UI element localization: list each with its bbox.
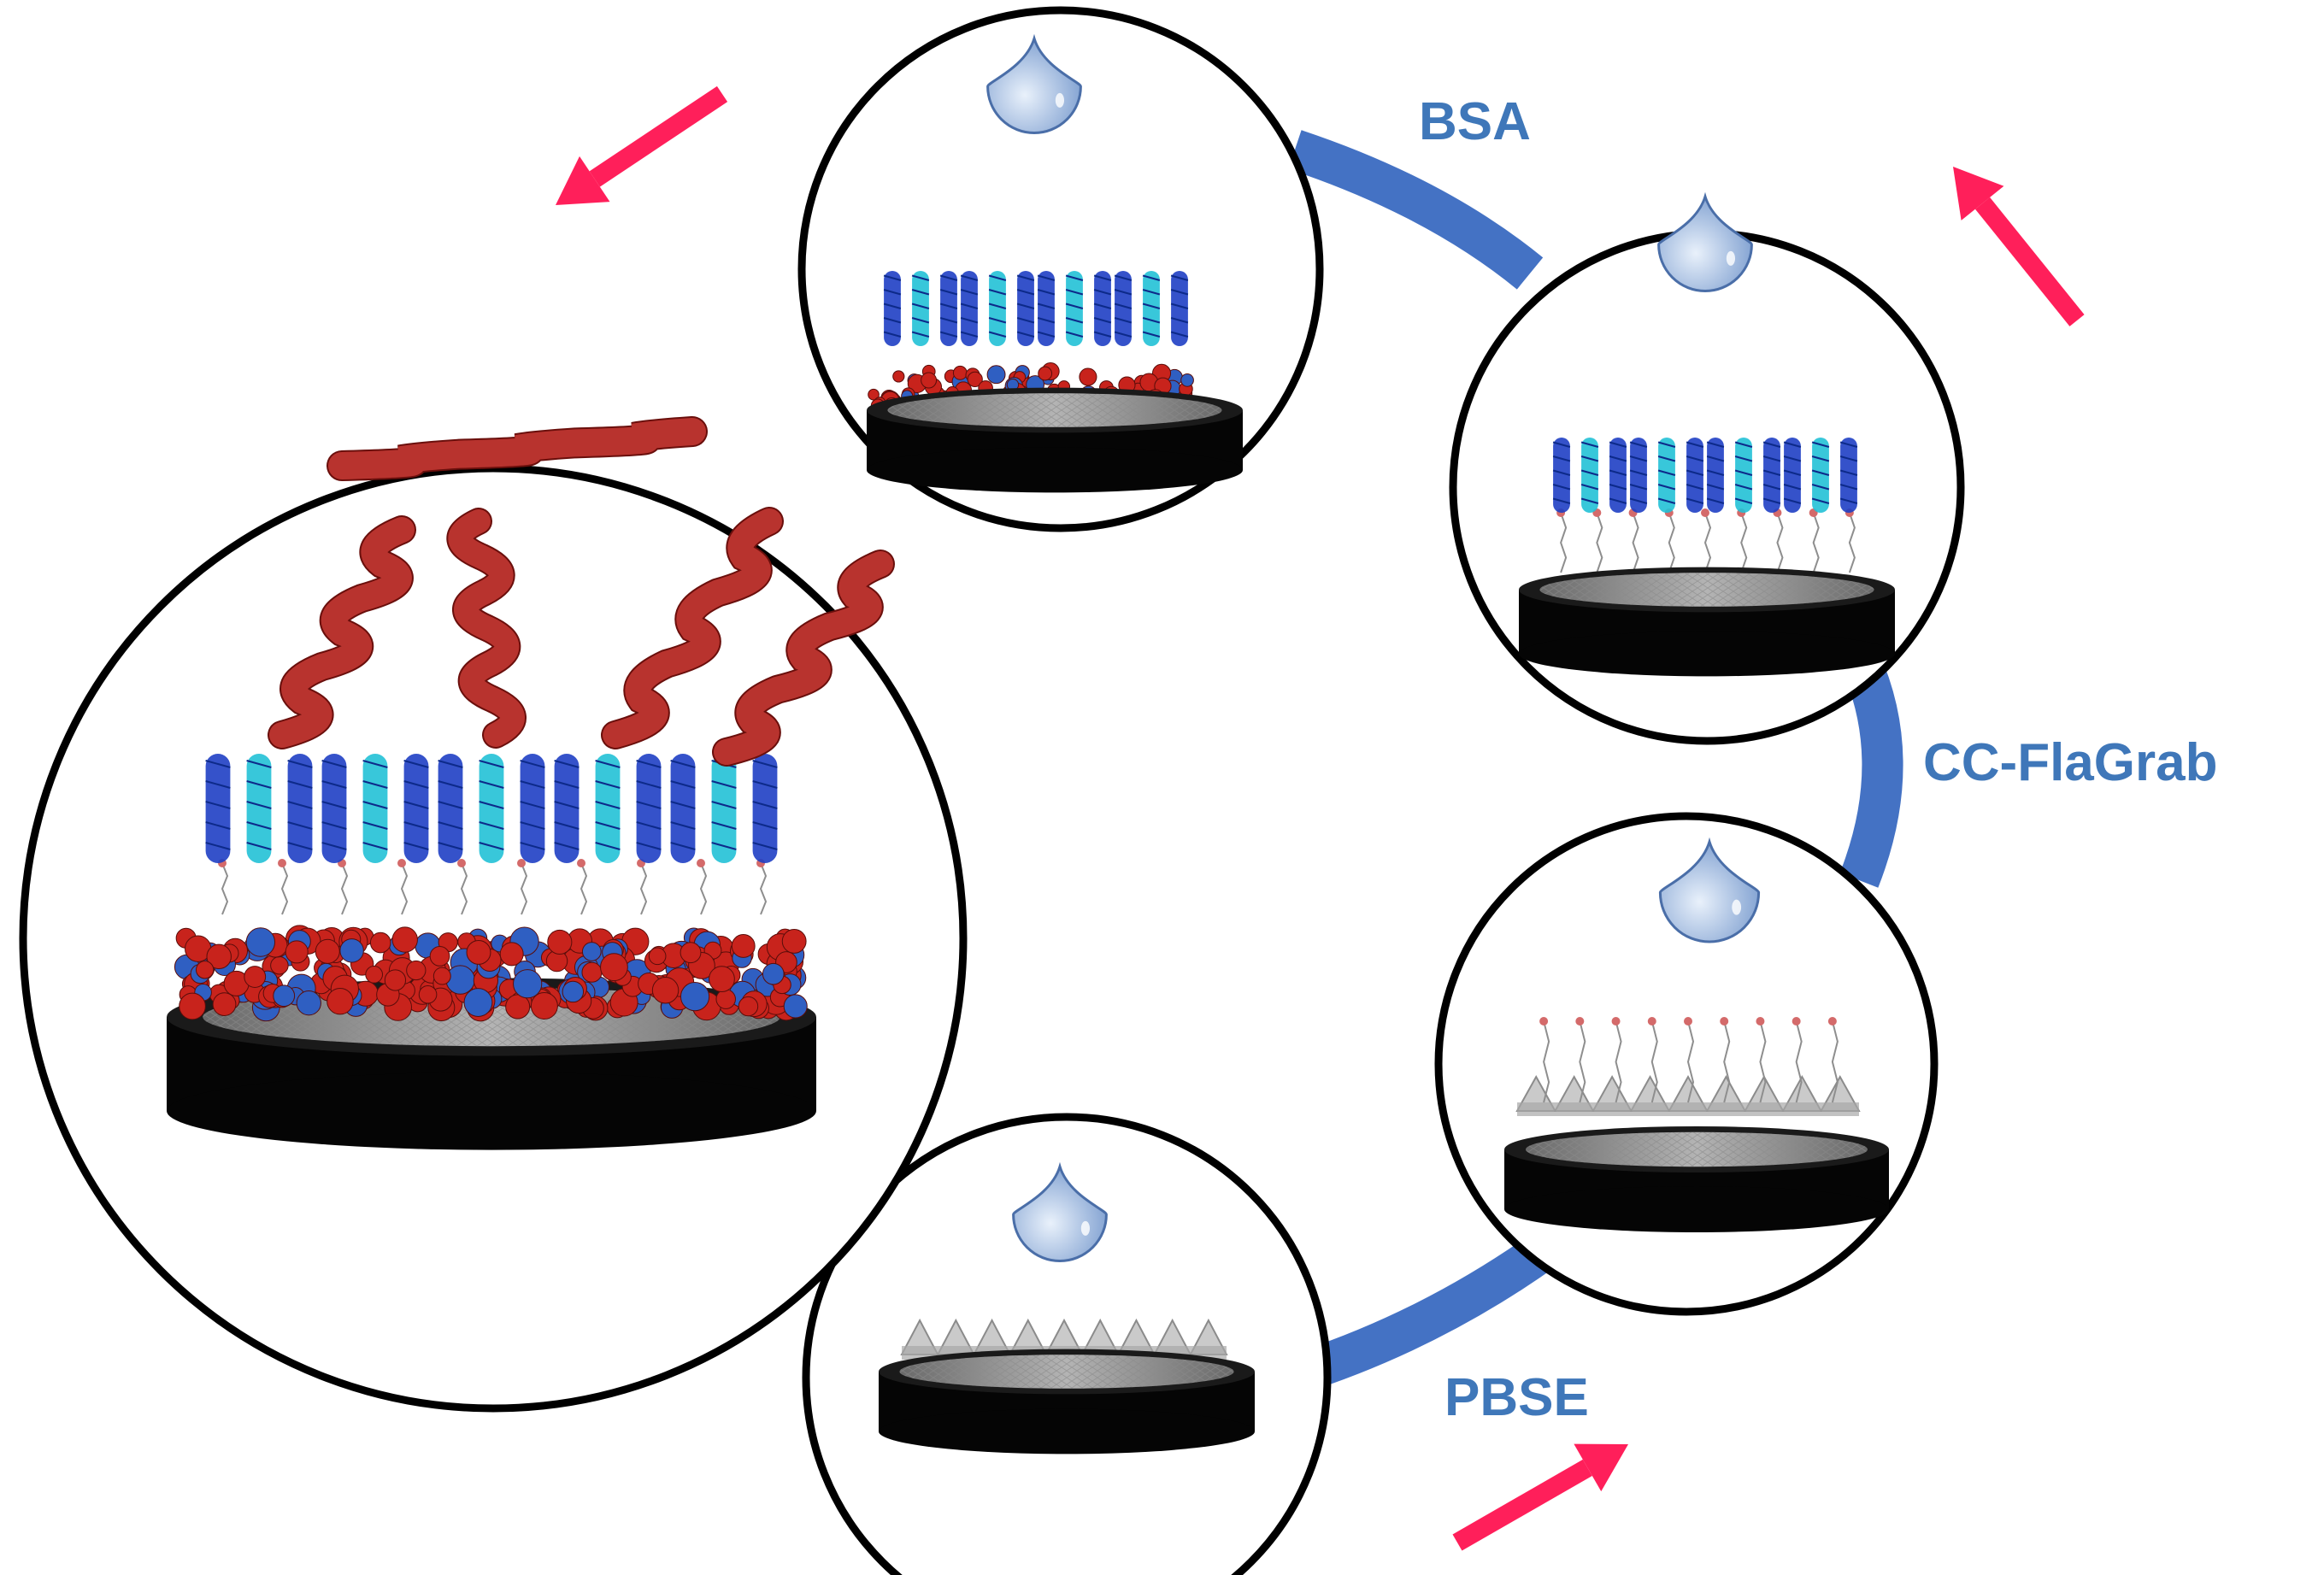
flow-arrow-icon <box>1953 167 2085 326</box>
cc-flagrab-label: CC-FlaGrab <box>1923 733 2218 792</box>
electrode-disc-icon <box>1504 1126 1889 1232</box>
step-bare-electrode <box>802 1113 1332 1575</box>
flow-arrow-icon <box>556 85 728 205</box>
droplet-icon <box>1012 1161 1108 1262</box>
pbse-linkers <box>1556 508 1856 573</box>
flow-arrows <box>556 85 2085 1551</box>
step-bsa-blocked <box>797 6 1324 532</box>
electrode-disc-icon <box>867 387 1243 493</box>
droplet-icon <box>1658 837 1761 943</box>
droplet-icon <box>986 33 1082 134</box>
bsa-label: BSA <box>1419 92 1531 151</box>
ring-segment-bsa <box>1288 130 1544 290</box>
bsa-blocking-layer <box>174 925 808 1022</box>
step-pbse-layer <box>1434 812 1939 1316</box>
flow-arrow-icon <box>1452 1443 1628 1551</box>
step-circles <box>19 6 1965 1575</box>
pbse-label: PBSE <box>1444 1368 1589 1427</box>
flagellin-filament <box>327 416 708 481</box>
step-flagellin-capture-zoom <box>19 416 968 1413</box>
step-flagrab-layer <box>1449 191 1965 745</box>
flagellin-filament <box>712 549 895 767</box>
droplet-icon <box>1657 191 1753 292</box>
electrode-disc-icon <box>1519 567 1895 677</box>
flagrab-helix-layer <box>1552 438 1858 513</box>
electrode-disc-icon <box>879 1349 1255 1455</box>
pbse-linkers <box>1539 1017 1839 1103</box>
flagrab-helix-layer <box>883 271 1189 346</box>
flagellin-filament <box>446 508 527 749</box>
flagellin-filament <box>601 507 784 749</box>
pbse-linkers <box>218 859 768 915</box>
flagellin-filament <box>268 515 416 749</box>
flagrab-helix-layer <box>205 754 778 863</box>
